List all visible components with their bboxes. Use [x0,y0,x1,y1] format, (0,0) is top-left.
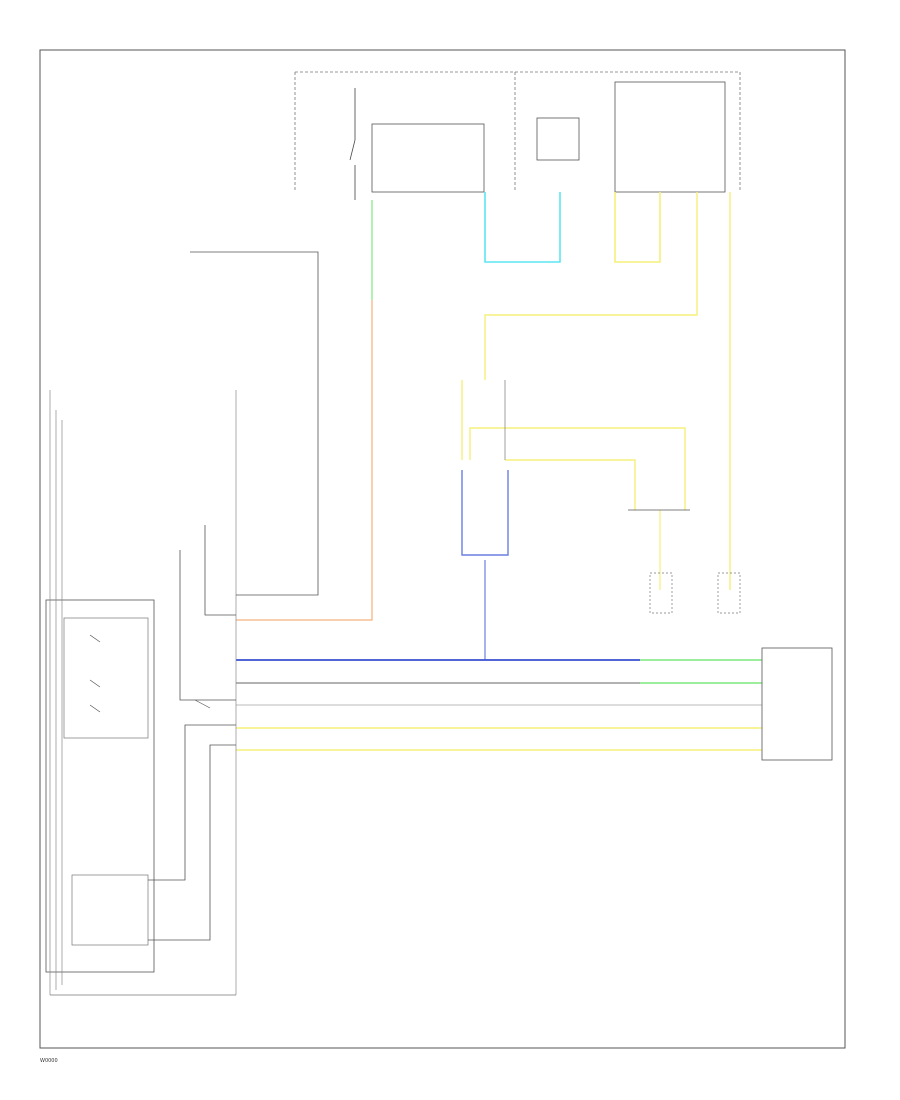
wire-black-mod2 [148,744,236,941]
left-assembly-box [45,599,155,973]
right-module-box [614,81,726,193]
wire-yellow-6 [505,459,636,510]
wire-black-sw [179,550,236,701]
wire-yellow-1 [614,192,661,263]
wire-black-sw2 [204,525,236,616]
wire-orange-vertical [236,300,373,621]
wire-blue-1 [461,470,509,556]
relay-switch [349,88,356,200]
wire-black-mod [148,724,236,881]
relay-box [371,123,485,193]
figure-code: W0000 [40,1058,58,1064]
diagram-border [39,49,846,1049]
left-module-subbox [71,874,149,946]
bottom-connector-left [649,572,673,614]
wire-yellow-2 [484,192,698,380]
wire-yellow-5 [469,427,686,510]
center-module-box [536,117,580,161]
wire-black-top [190,251,319,596]
left-switch-subbox [63,617,149,739]
fuse-block-area [294,71,741,190]
left-harness-lines [49,390,237,995]
wire-cyan [484,192,561,263]
bottom-connector-right [717,572,741,614]
lower-right-module [761,647,833,761]
left-switches [89,634,211,713]
